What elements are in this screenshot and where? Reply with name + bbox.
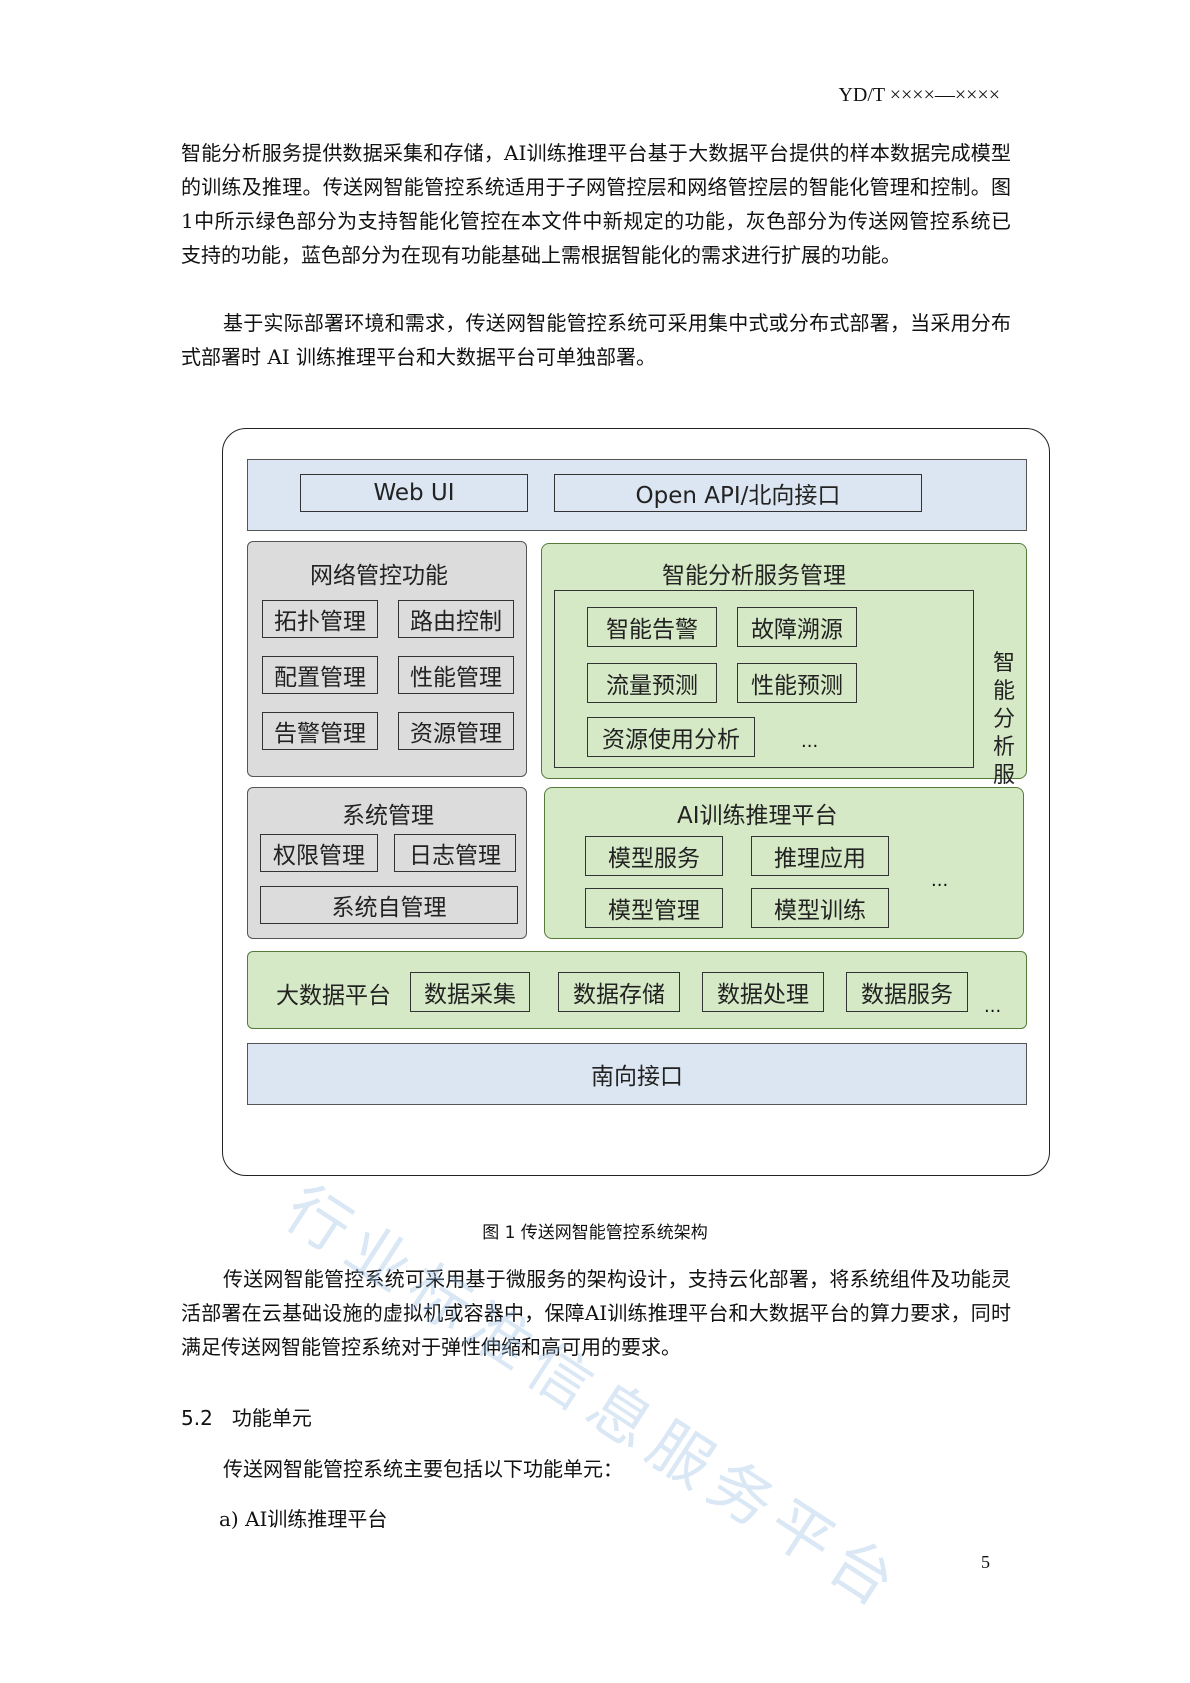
alarm-management-box: 告警管理 [262,712,378,750]
configuration-management-label: 配置管理 [274,665,366,691]
model-management-label: 模型管理 [608,898,700,924]
northbound-layer: Web UI Open API/北向接口 [247,459,1027,531]
open-api-box: Open API/北向接口 [554,474,922,512]
inference-application-label: 推理应用 [774,846,866,872]
doc-code-header: YD/T ××××—×××× [838,84,1000,106]
fault-tracing-box: 故障溯源 [737,607,857,647]
permission-management-label: 权限管理 [273,843,365,869]
system-self-management-label: 系统自管理 [331,895,447,921]
performance-prediction-box: 性能预测 [737,663,857,703]
inference-application-box: 推理应用 [751,836,889,876]
system-management-title: 系统管理 [342,803,434,829]
data-collection-label: 数据采集 [424,982,516,1008]
network-management-title: 网络管控功能 [310,563,448,589]
model-service-label: 模型服务 [608,846,700,872]
permission-management-box: 权限管理 [260,834,378,872]
data-storage-box: 数据存储 [558,972,680,1012]
page-number: 5 [981,1552,990,1572]
data-service-box: 数据服务 [846,972,968,1012]
paragraph-1: 智能分析服务提供数据采集和存储，AI训练推理平台基于大数据平台提供的样本数据完成… [181,141,1011,267]
alarm-management-label: 告警管理 [274,721,366,747]
list-item-a: a) AI训练推理平台 [219,1507,388,1531]
section-number: 5.2 [181,1406,213,1430]
log-management-box: 日志管理 [394,834,516,872]
smart-analysis-ellipsis: ... [801,731,819,752]
big-data-ellipsis: ... [984,996,1002,1017]
configuration-management-box: 配置管理 [262,656,378,694]
traffic-prediction-box: 流量预测 [587,663,717,703]
routing-control-label: 路由控制 [410,609,502,635]
resource-management-box: 资源管理 [398,712,514,750]
smart-analysis-management-panel: 智能分析服务管理 智能告警 故障溯源 流量预测 性能预测 资源使用分析 ... … [541,543,1027,816]
smart-alarm-label: 智能告警 [606,617,698,643]
big-data-platform-panel: 大数据平台 数据采集 数据存储 数据处理 数据服务 ... [247,951,1027,1029]
model-service-box: 模型服务 [585,836,723,876]
network-management-panel: 网络管控功能 拓扑管理 路由控制 配置管理 性能管理 告警管理 资源管理 [247,541,527,777]
web-ui-box: Web UI [300,474,528,512]
resource-usage-analysis-label: 资源使用分析 [602,727,740,753]
southbound-interface-label: 南向接口 [591,1064,683,1090]
resource-management-label: 资源管理 [410,721,502,747]
performance-prediction-label: 性能预测 [751,673,843,699]
ai-training-platform-title: AI训练推理平台 [677,803,838,829]
routing-control-box: 路由控制 [398,600,514,638]
smart-alarm-box: 智能告警 [587,607,717,647]
paragraph-4: 传送网智能管控系统主要包括以下功能单元： [223,1457,623,1481]
resource-usage-analysis-box: 资源使用分析 [587,717,755,757]
architecture-diagram: Web UI Open API/北向接口 网络管控功能 拓扑管理 路由控制 配置… [222,428,1050,1176]
system-self-management-box: 系统自管理 [260,886,518,924]
system-management-panel: 系统管理 权限管理 日志管理 系统自管理 [247,787,527,939]
ai-platform-ellipsis: ... [931,870,949,891]
smart-analysis-inner-box: 智能告警 故障溯源 流量预测 性能预测 资源使用分析 ... [554,590,974,768]
topology-management-box: 拓扑管理 [262,600,378,638]
figure-caption: 图 1 传送网智能管控系统架构 [482,1223,708,1243]
data-collection-box: 数据采集 [410,972,530,1012]
southbound-interface-layer: 南向接口 [247,1043,1027,1105]
model-training-box: 模型训练 [751,888,889,928]
ai-training-platform-panel: AI训练推理平台 模型服务 推理应用 模型管理 模型训练 ... [544,787,1024,939]
log-management-label: 日志管理 [409,843,501,869]
paragraph-3: 传送网智能管控系统可采用基于微服务的架构设计，支持云化部署，将系统组件及功能灵活… [181,1267,1011,1359]
section-heading: 5.2 功能单元 [181,1402,312,1431]
topology-management-label: 拓扑管理 [274,609,366,635]
fault-tracing-label: 故障溯源 [751,617,843,643]
paragraph-2: 基于实际部署环境和需求，传送网智能管控系统可采用集中式或分布式部署，当采用分布式… [181,311,1011,369]
model-training-label: 模型训练 [774,898,866,924]
data-storage-label: 数据存储 [573,982,665,1008]
performance-management-box: 性能管理 [398,656,514,694]
web-ui-label: Web UI [373,480,455,506]
big-data-platform-title: 大数据平台 [276,983,391,1009]
smart-analysis-management-title: 智能分析服务管理 [662,563,846,589]
model-management-box: 模型管理 [585,888,723,928]
data-processing-box: 数据处理 [702,972,824,1012]
data-processing-label: 数据处理 [717,982,809,1008]
section-title: 功能单元 [231,1406,312,1430]
performance-management-label: 性能管理 [410,665,502,691]
open-api-label: Open API/北向接口 [635,483,841,509]
data-service-label: 数据服务 [861,982,953,1008]
traffic-prediction-label: 流量预测 [606,673,698,699]
